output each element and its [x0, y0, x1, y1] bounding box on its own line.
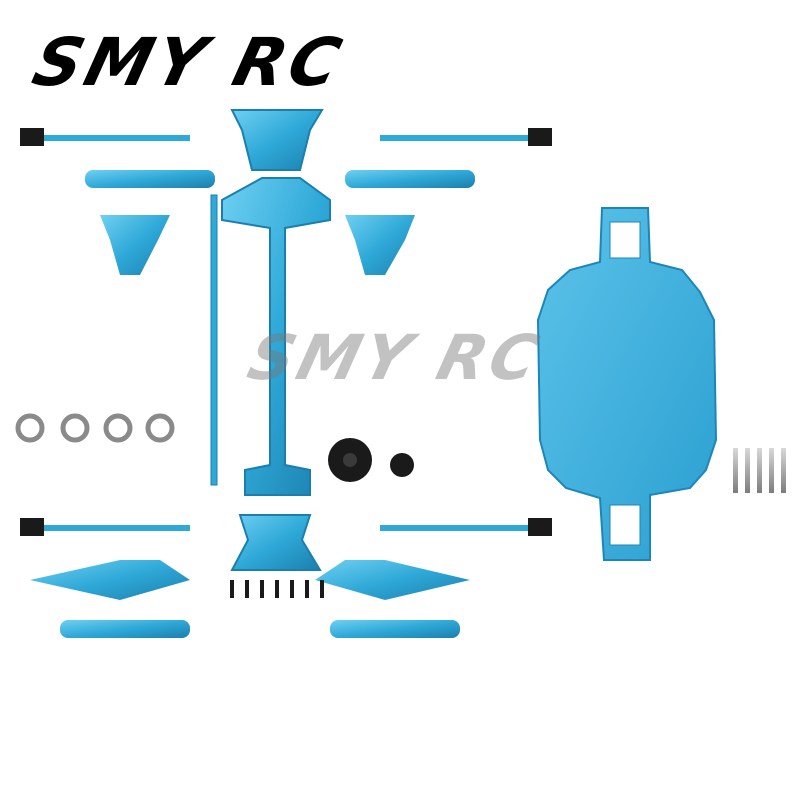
spur-and-pinion-gears [328, 438, 414, 482]
screws-and-hardware [230, 448, 786, 598]
rear-shock-tower [230, 514, 322, 571]
brand-logo: SMY RC [25, 24, 352, 101]
shock-absorbers [60, 170, 475, 638]
front-shock-tower [230, 109, 324, 171]
suspension-arms [30, 215, 470, 600]
brand-watermark: SMY RC [241, 321, 550, 394]
center-chassis-spine [210, 177, 331, 496]
main-chassis-plate [536, 207, 718, 561]
drive-shafts [20, 128, 552, 536]
ball-bearings [15, 413, 175, 443]
